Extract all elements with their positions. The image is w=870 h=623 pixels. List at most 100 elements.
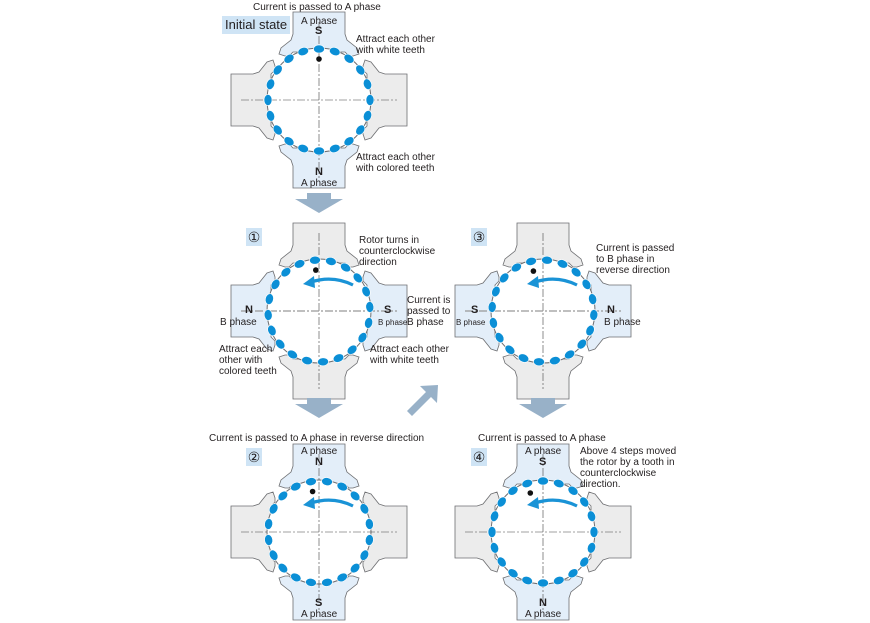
rotor-tooth <box>321 578 333 587</box>
note-line: reverse direction <box>596 265 670 276</box>
pole-top: S <box>539 456 547 468</box>
rotor-tooth <box>525 257 537 266</box>
rotation-arrow-icon <box>303 276 354 288</box>
rotor-tooth <box>490 542 499 554</box>
rotor-tooth <box>313 146 325 156</box>
label-a-phase-top: A phase <box>525 446 562 457</box>
note-line: to B phase in <box>596 254 655 265</box>
rotor-tooth <box>268 503 279 515</box>
rotor-tooth <box>541 255 553 265</box>
rotor-tooth <box>301 356 313 365</box>
rotor-tooth <box>507 568 519 579</box>
pole-right: N <box>607 304 615 316</box>
label-a-phase-top: A phase <box>301 16 338 27</box>
label-a-phase-bottom: A phase <box>301 178 338 189</box>
step-badge-2: ② <box>246 448 262 466</box>
rotor-tooth <box>355 124 366 136</box>
rotor-tooth <box>588 293 597 305</box>
rotor-tooth <box>589 526 599 538</box>
rotor-tooth <box>359 549 370 561</box>
rotor-tooth <box>499 272 510 284</box>
rotor-marker-dot <box>527 490 534 496</box>
pole-top: S <box>315 25 323 37</box>
pole-left: N <box>245 304 253 316</box>
pole-bottom: N <box>315 166 323 178</box>
rotor-tooth <box>585 324 595 337</box>
rotor-tooth <box>361 285 371 298</box>
rotor-tooth <box>487 301 497 313</box>
rotor-marker-dot <box>530 268 537 274</box>
rotor-tooth <box>343 136 355 147</box>
rotor-tooth <box>272 124 283 136</box>
pole-left: S <box>471 304 479 316</box>
rotor-tooth <box>537 476 549 486</box>
rotor-tooth <box>349 490 361 502</box>
rotor-tooth <box>280 267 292 278</box>
pole-right: S <box>384 304 392 316</box>
step-badge-4: ④ <box>471 448 487 466</box>
rotor-tooth <box>317 357 329 367</box>
rotor-tooth <box>359 503 370 515</box>
rotor-tooth <box>277 490 289 502</box>
step-badge-1: ① <box>246 228 262 246</box>
rotor-tooth <box>507 485 519 496</box>
caption-step2: Current is passed to A phase in reverse … <box>209 433 425 444</box>
rotor-tooth <box>564 349 576 360</box>
caption-step4: Current is passed to A phase <box>478 433 606 444</box>
rotor-tooth <box>329 47 341 56</box>
rotor-tooth <box>297 47 309 56</box>
rotor-tooth <box>494 332 505 344</box>
rotor-tooth <box>521 479 533 488</box>
caption-initial: Current is passed to A phase <box>253 2 381 13</box>
rotor-tooth <box>365 534 374 546</box>
note-line: Above 4 steps moved <box>580 446 677 457</box>
rotor-tooth <box>589 309 599 321</box>
rotor-tooth <box>293 259 306 269</box>
note-line: Current is passed <box>596 243 675 254</box>
rotor-tooth <box>357 332 368 344</box>
note-line: with colored teeth <box>356 163 435 174</box>
rotor-tooth <box>267 324 277 337</box>
rotor-tooth <box>297 144 309 153</box>
rotor-tooth <box>265 293 274 305</box>
rotor-marker-dot <box>309 488 316 495</box>
rotor-tooth <box>567 485 579 496</box>
rotor-tooth <box>579 556 590 568</box>
rotor-tooth <box>283 136 295 147</box>
rotor-tooth <box>510 262 522 273</box>
note-colored-teeth: Attract each other with colored teeth <box>356 152 435 174</box>
note-current-b-reverse: Current is passed to B phase in reverse … <box>596 243 674 276</box>
rotor-tooth <box>521 576 533 585</box>
rotor-tooth <box>553 576 565 585</box>
note-current-b: Current is passed to B phase <box>407 295 450 328</box>
rotor-tooth <box>496 556 507 568</box>
rotation-arrow-icon <box>303 497 354 509</box>
note-line: counterclockwise <box>580 468 657 479</box>
rotor-tooth <box>286 349 298 360</box>
note-line: Attract each other <box>356 34 435 45</box>
label-b-phase-right: B phase <box>378 318 408 327</box>
rotor-tooth <box>496 496 507 508</box>
label-a-phase-bottom: A phase <box>301 609 338 620</box>
rotor-tooth <box>363 78 372 90</box>
rotor-tooth <box>365 301 375 313</box>
rotor-tooth <box>305 477 317 486</box>
rotor-tooth <box>364 317 373 329</box>
rotation-arrow-icon <box>527 276 578 288</box>
note-line: with white teeth <box>356 45 425 56</box>
rotor-tooth <box>272 64 283 76</box>
flow-arrow-down-icon <box>295 398 343 418</box>
note-colored-teeth: Attract each other with colored teeth <box>219 344 277 377</box>
note-line: Current is <box>407 295 451 306</box>
rotor-tooth <box>587 510 596 522</box>
note-line: the rotor by a tooth in <box>580 457 675 468</box>
note-line: other with <box>219 355 263 366</box>
rotor-tooth <box>355 64 366 76</box>
rotor-tooth <box>517 353 530 363</box>
rotor-tooth <box>581 278 592 290</box>
rotor-tooth <box>491 285 501 298</box>
rotor-tooth <box>321 477 333 486</box>
rotor-tooth <box>266 78 275 90</box>
label-b-phase-left: B phase <box>220 317 257 328</box>
